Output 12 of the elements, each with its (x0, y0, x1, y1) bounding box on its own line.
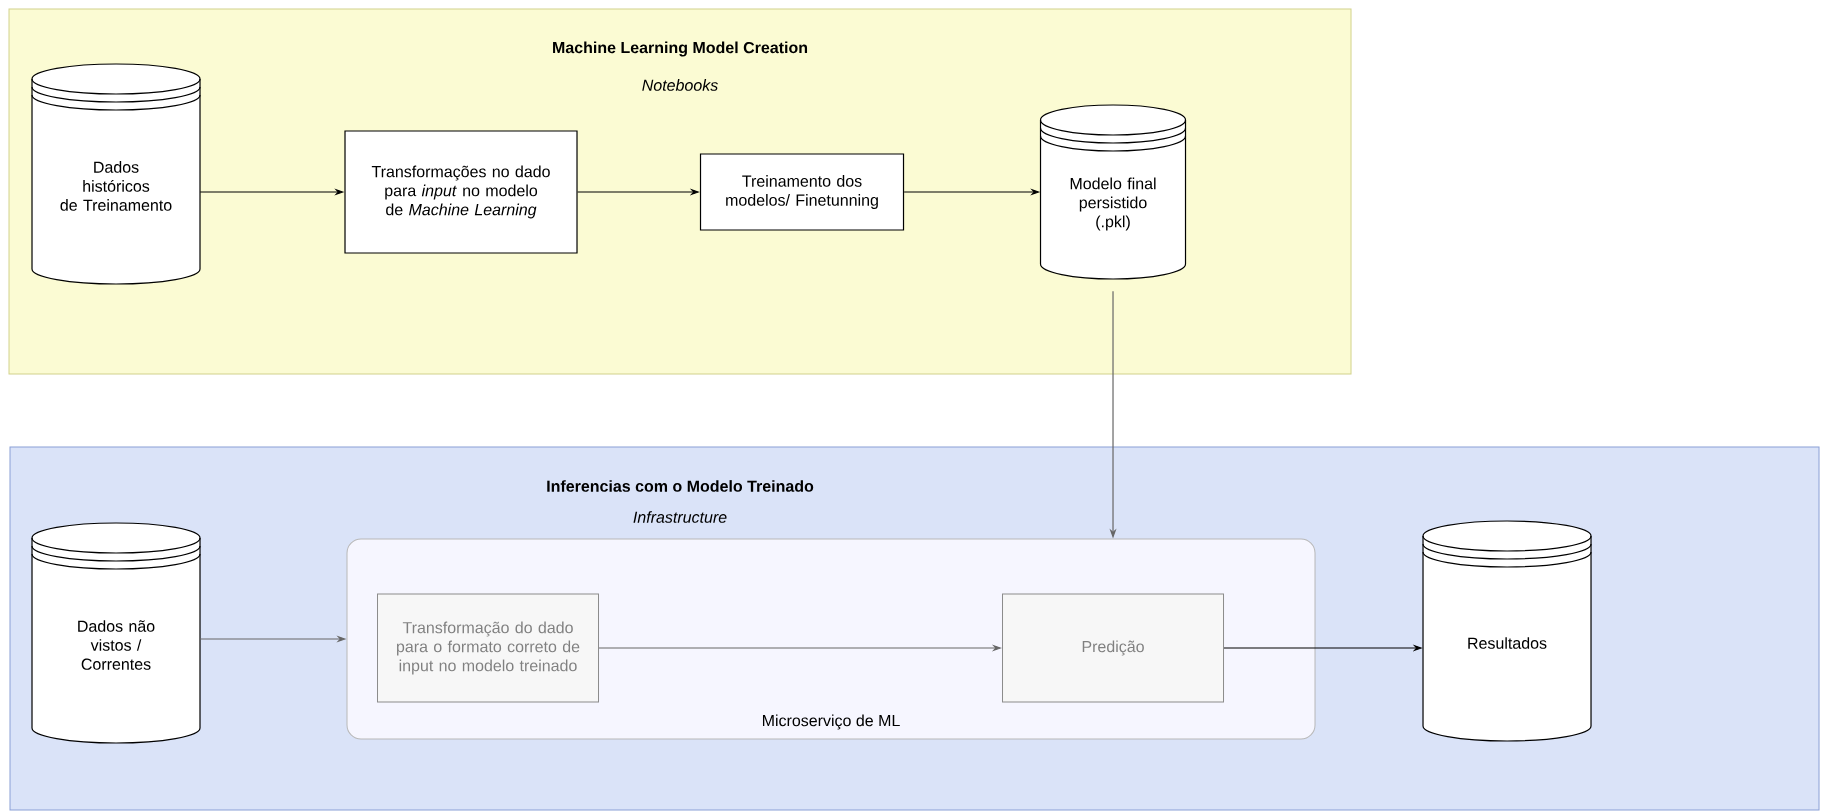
database-cylinder: Dados não vistos / Correntes (31, 522, 201, 744)
panel-title: Inferencias com o Modelo Treinado (547, 480, 814, 492)
process-box: Transformações no dado para input no modelo de Machine Learning (344, 130, 578, 254)
process-box: Transformação do dado para o formato correto de input no modelo treinado (377, 593, 599, 703)
panel-subtitle: Notebooks (642, 79, 718, 91)
process-box: Treinamento dos modelos/ Finetunning (699, 153, 905, 231)
database-cylinder: Modelo final persistido (.pkl) (1039, 104, 1187, 280)
process-box: Predição (1002, 593, 1224, 703)
database-cylinder: Resultados (1422, 520, 1592, 742)
panel-title: Machine Learning Model Creation (553, 41, 808, 57)
database-cylinder: Dados históricos de Treinamento (31, 63, 201, 285)
panel-subtitle: Infrastructure (633, 511, 727, 523)
